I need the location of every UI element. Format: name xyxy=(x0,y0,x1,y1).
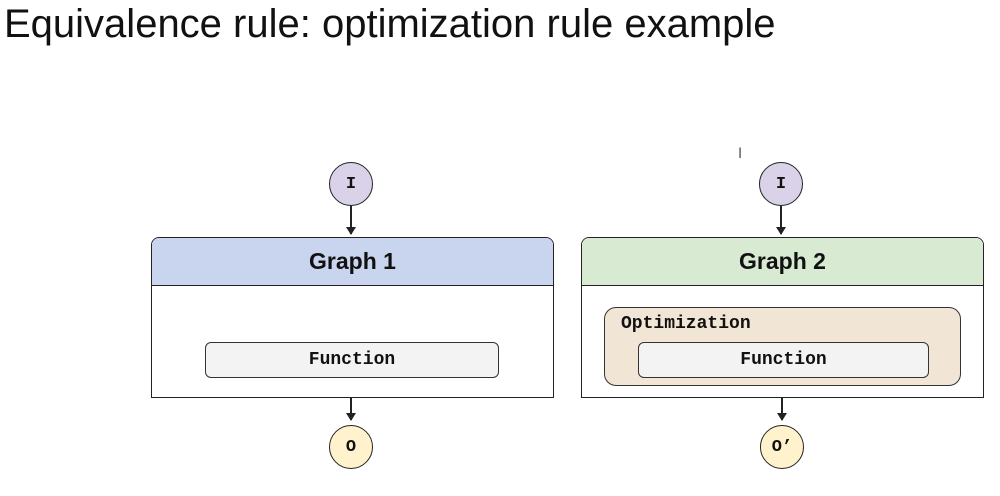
graph2-box: Graph 2 Optimization Function xyxy=(581,237,984,398)
graph2-header: Graph 2 xyxy=(582,238,983,286)
graph2-output-label: O’ xyxy=(771,437,793,457)
text-cursor-icon: I xyxy=(738,146,743,162)
graph1-header: Graph 1 xyxy=(152,238,553,286)
slide-title: Equivalence rule: optimization rule exam… xyxy=(4,2,776,46)
optimization-box: Optimization Function xyxy=(604,307,961,386)
graph2-output-arrow xyxy=(777,398,787,421)
graph2-input-arrow xyxy=(776,206,786,235)
graph1-box: Graph 1 Function xyxy=(151,237,554,398)
graph2-function-box: Function xyxy=(638,342,929,378)
graph1-input-label: I xyxy=(345,174,357,194)
graph1-function-label: Function xyxy=(308,350,396,370)
graph1-output-label: O xyxy=(345,437,357,457)
optimization-label: Optimization xyxy=(621,314,751,334)
graph2-input-node: I xyxy=(759,162,803,206)
graph1-header-label: Graph 1 xyxy=(309,248,396,274)
graph1-function-box: Function xyxy=(205,342,499,378)
graph1-input-arrow xyxy=(346,206,356,235)
graph2-function-label: Function xyxy=(740,350,827,370)
graph1-input-node: I xyxy=(329,162,373,206)
graph1-output-node: O xyxy=(329,425,373,469)
graph2-input-label: I xyxy=(775,174,787,194)
graph1-output-arrow xyxy=(346,398,356,421)
graph2-output-node: O’ xyxy=(760,425,804,469)
graph2-header-label: Graph 2 xyxy=(739,248,826,274)
